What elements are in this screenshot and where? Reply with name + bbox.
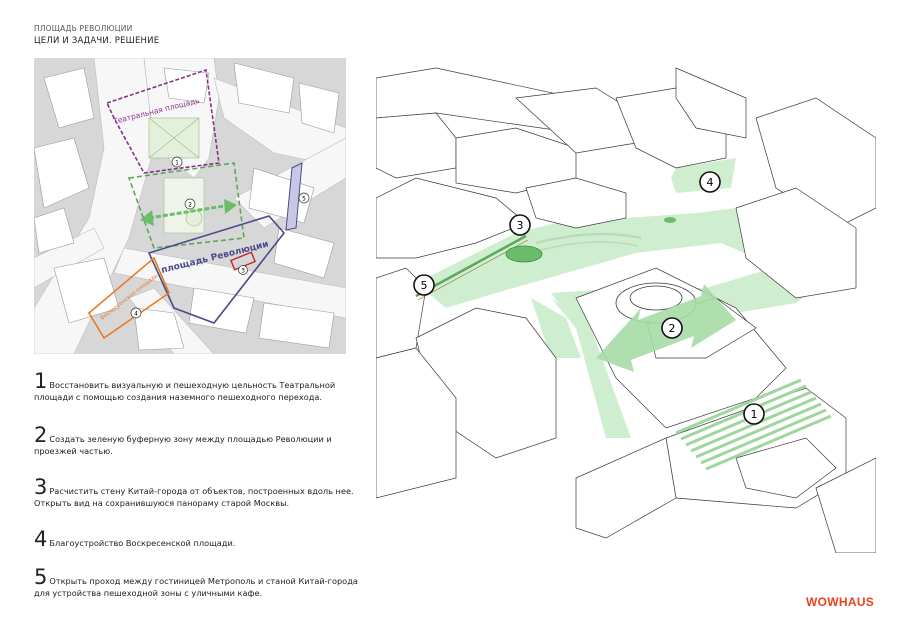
axonometric-drawing: 1 2 3 4 5 — [376, 58, 876, 553]
wowhaus-logo: WOWHAUS — [806, 595, 874, 609]
item-number: 2 — [34, 423, 48, 447]
page-subtitle: ПЛОЩАДЬ РЕВОЛЮЦИИ — [34, 24, 133, 33]
voskresenskaya-zone — [87, 256, 170, 340]
svg-text:3: 3 — [241, 268, 245, 275]
item-text: Благоустройство Воскресенской площади. — [49, 538, 236, 548]
header: ПЛОЩАДЬ РЕВОЛЮЦИИ ЦЕЛИ И ЗАДАЧИ. РЕШЕНИЕ — [34, 24, 159, 46]
item-text: Создать зеленую буферную зону между площ… — [34, 434, 332, 456]
item-text: Открыть проход между гостиницей Метропол… — [34, 576, 358, 598]
revolyutsii-zone — [147, 215, 286, 324]
svg-text:2: 2 — [669, 322, 676, 335]
svg-text:1: 1 — [751, 408, 758, 421]
svg-text:4: 4 — [134, 311, 138, 318]
item-number: 3 — [34, 475, 48, 499]
axonometric-svg: 1 2 3 4 5 — [376, 67, 876, 553]
svg-text:4: 4 — [707, 176, 714, 189]
item-text: Восстановить визуальную и пешеходную цел… — [34, 380, 336, 402]
item-number: 1 — [34, 369, 48, 393]
map-markers: 1 2 3 4 5 — [130, 156, 310, 319]
site-plan-svg: Театральная площадь площадь Революции Во… — [34, 58, 346, 354]
svg-text:5: 5 — [302, 196, 306, 203]
svg-text:2: 2 — [188, 202, 192, 209]
logo-part-haus: HAUS — [838, 595, 875, 609]
teatralnaya-zone — [105, 68, 220, 174]
page-title: ЦЕЛИ И ЗАДАЧИ. РЕШЕНИЕ — [34, 36, 160, 46]
svg-text:5: 5 — [421, 279, 428, 292]
site-plan-map: Театральная площадь площадь Революции Во… — [34, 58, 346, 354]
svg-text:1: 1 — [175, 160, 179, 167]
item-number: 4 — [34, 527, 48, 551]
logo-part-wow: WOW — [806, 595, 839, 609]
item-number: 5 — [34, 565, 48, 589]
item-text: Расчистить стену Китай-города от объекто… — [34, 486, 354, 508]
svg-text:3: 3 — [517, 219, 524, 232]
buildings — [376, 67, 876, 553]
axo-markers: 1 2 3 4 5 — [413, 171, 765, 425]
green-zone — [127, 162, 245, 249]
